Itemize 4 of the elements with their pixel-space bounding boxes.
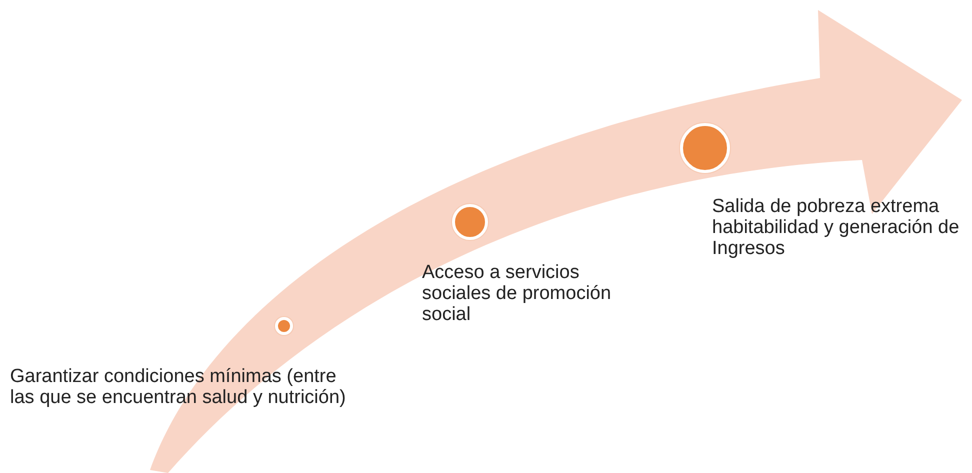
- circle-marker: [275, 317, 293, 335]
- step-text: Garantizar condiciones mínimas (entre las que se encuentran salud y nutrición): [10, 366, 347, 408]
- step-text: Salida de pobreza extrema habitabilidad y generación de Ingresos: [712, 196, 960, 259]
- step-text: Acceso a servicios sociales de promoción social: [422, 262, 612, 325]
